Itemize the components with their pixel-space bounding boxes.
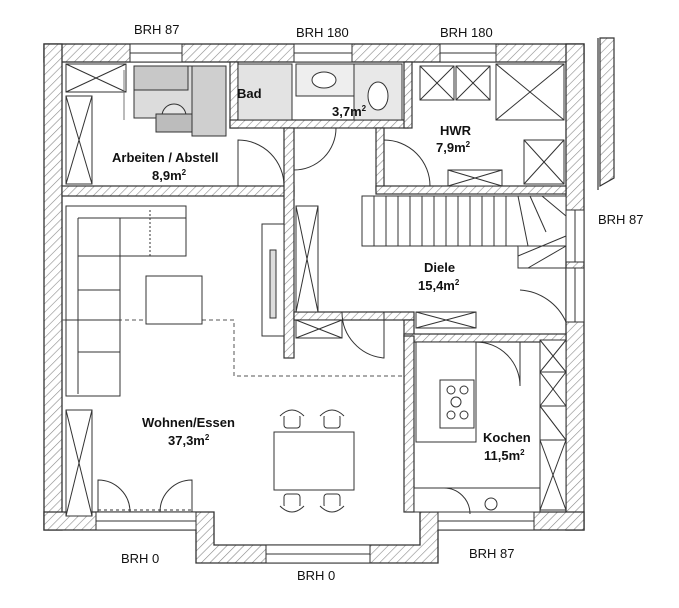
brh-top-left: BRH 87 bbox=[134, 22, 180, 37]
room-area-diele: 15,4m2 bbox=[418, 278, 460, 293]
room-name-wohnen: Wohnen/Essen bbox=[142, 415, 235, 430]
room-area-bad: 3,7m2 bbox=[332, 104, 367, 119]
brh-labels: BRH 87 BRH 180 BRH 180 BRH 87 BRH 0 BRH … bbox=[121, 22, 644, 583]
brh-top-right: BRH 180 bbox=[440, 25, 493, 40]
brh-bottom-left: BRH 0 bbox=[121, 551, 159, 566]
furniture bbox=[65, 63, 567, 517]
room-name-arbeiten: Arbeiten / Abstell bbox=[112, 150, 218, 165]
brh-bottom-center: BRH 0 bbox=[297, 568, 335, 583]
room-area-arbeiten: 8,9m2 bbox=[152, 168, 187, 183]
room-area-wohnen: 37,3m2 bbox=[168, 433, 210, 448]
room-area-kochen: 11,5m2 bbox=[484, 448, 525, 463]
brh-top-center: BRH 180 bbox=[296, 25, 349, 40]
brh-right: BRH 87 bbox=[598, 212, 644, 227]
staircase bbox=[361, 195, 567, 269]
room-name-kochen: Kochen bbox=[483, 430, 531, 445]
room-name-bad: Bad bbox=[237, 86, 262, 101]
windows bbox=[95, 43, 585, 564]
room-labels: Bad 3,7m2 HWR 7,9m2 Arbeiten / Abstell 8… bbox=[112, 86, 531, 463]
brh-bottom-right: BRH 87 bbox=[469, 546, 515, 561]
doors bbox=[97, 127, 585, 515]
room-name-hwr: HWR bbox=[440, 123, 472, 138]
room-name-diele: Diele bbox=[424, 260, 455, 275]
exterior-right-wall bbox=[599, 37, 615, 188]
room-area-hwr: 7,9m2 bbox=[436, 140, 471, 155]
